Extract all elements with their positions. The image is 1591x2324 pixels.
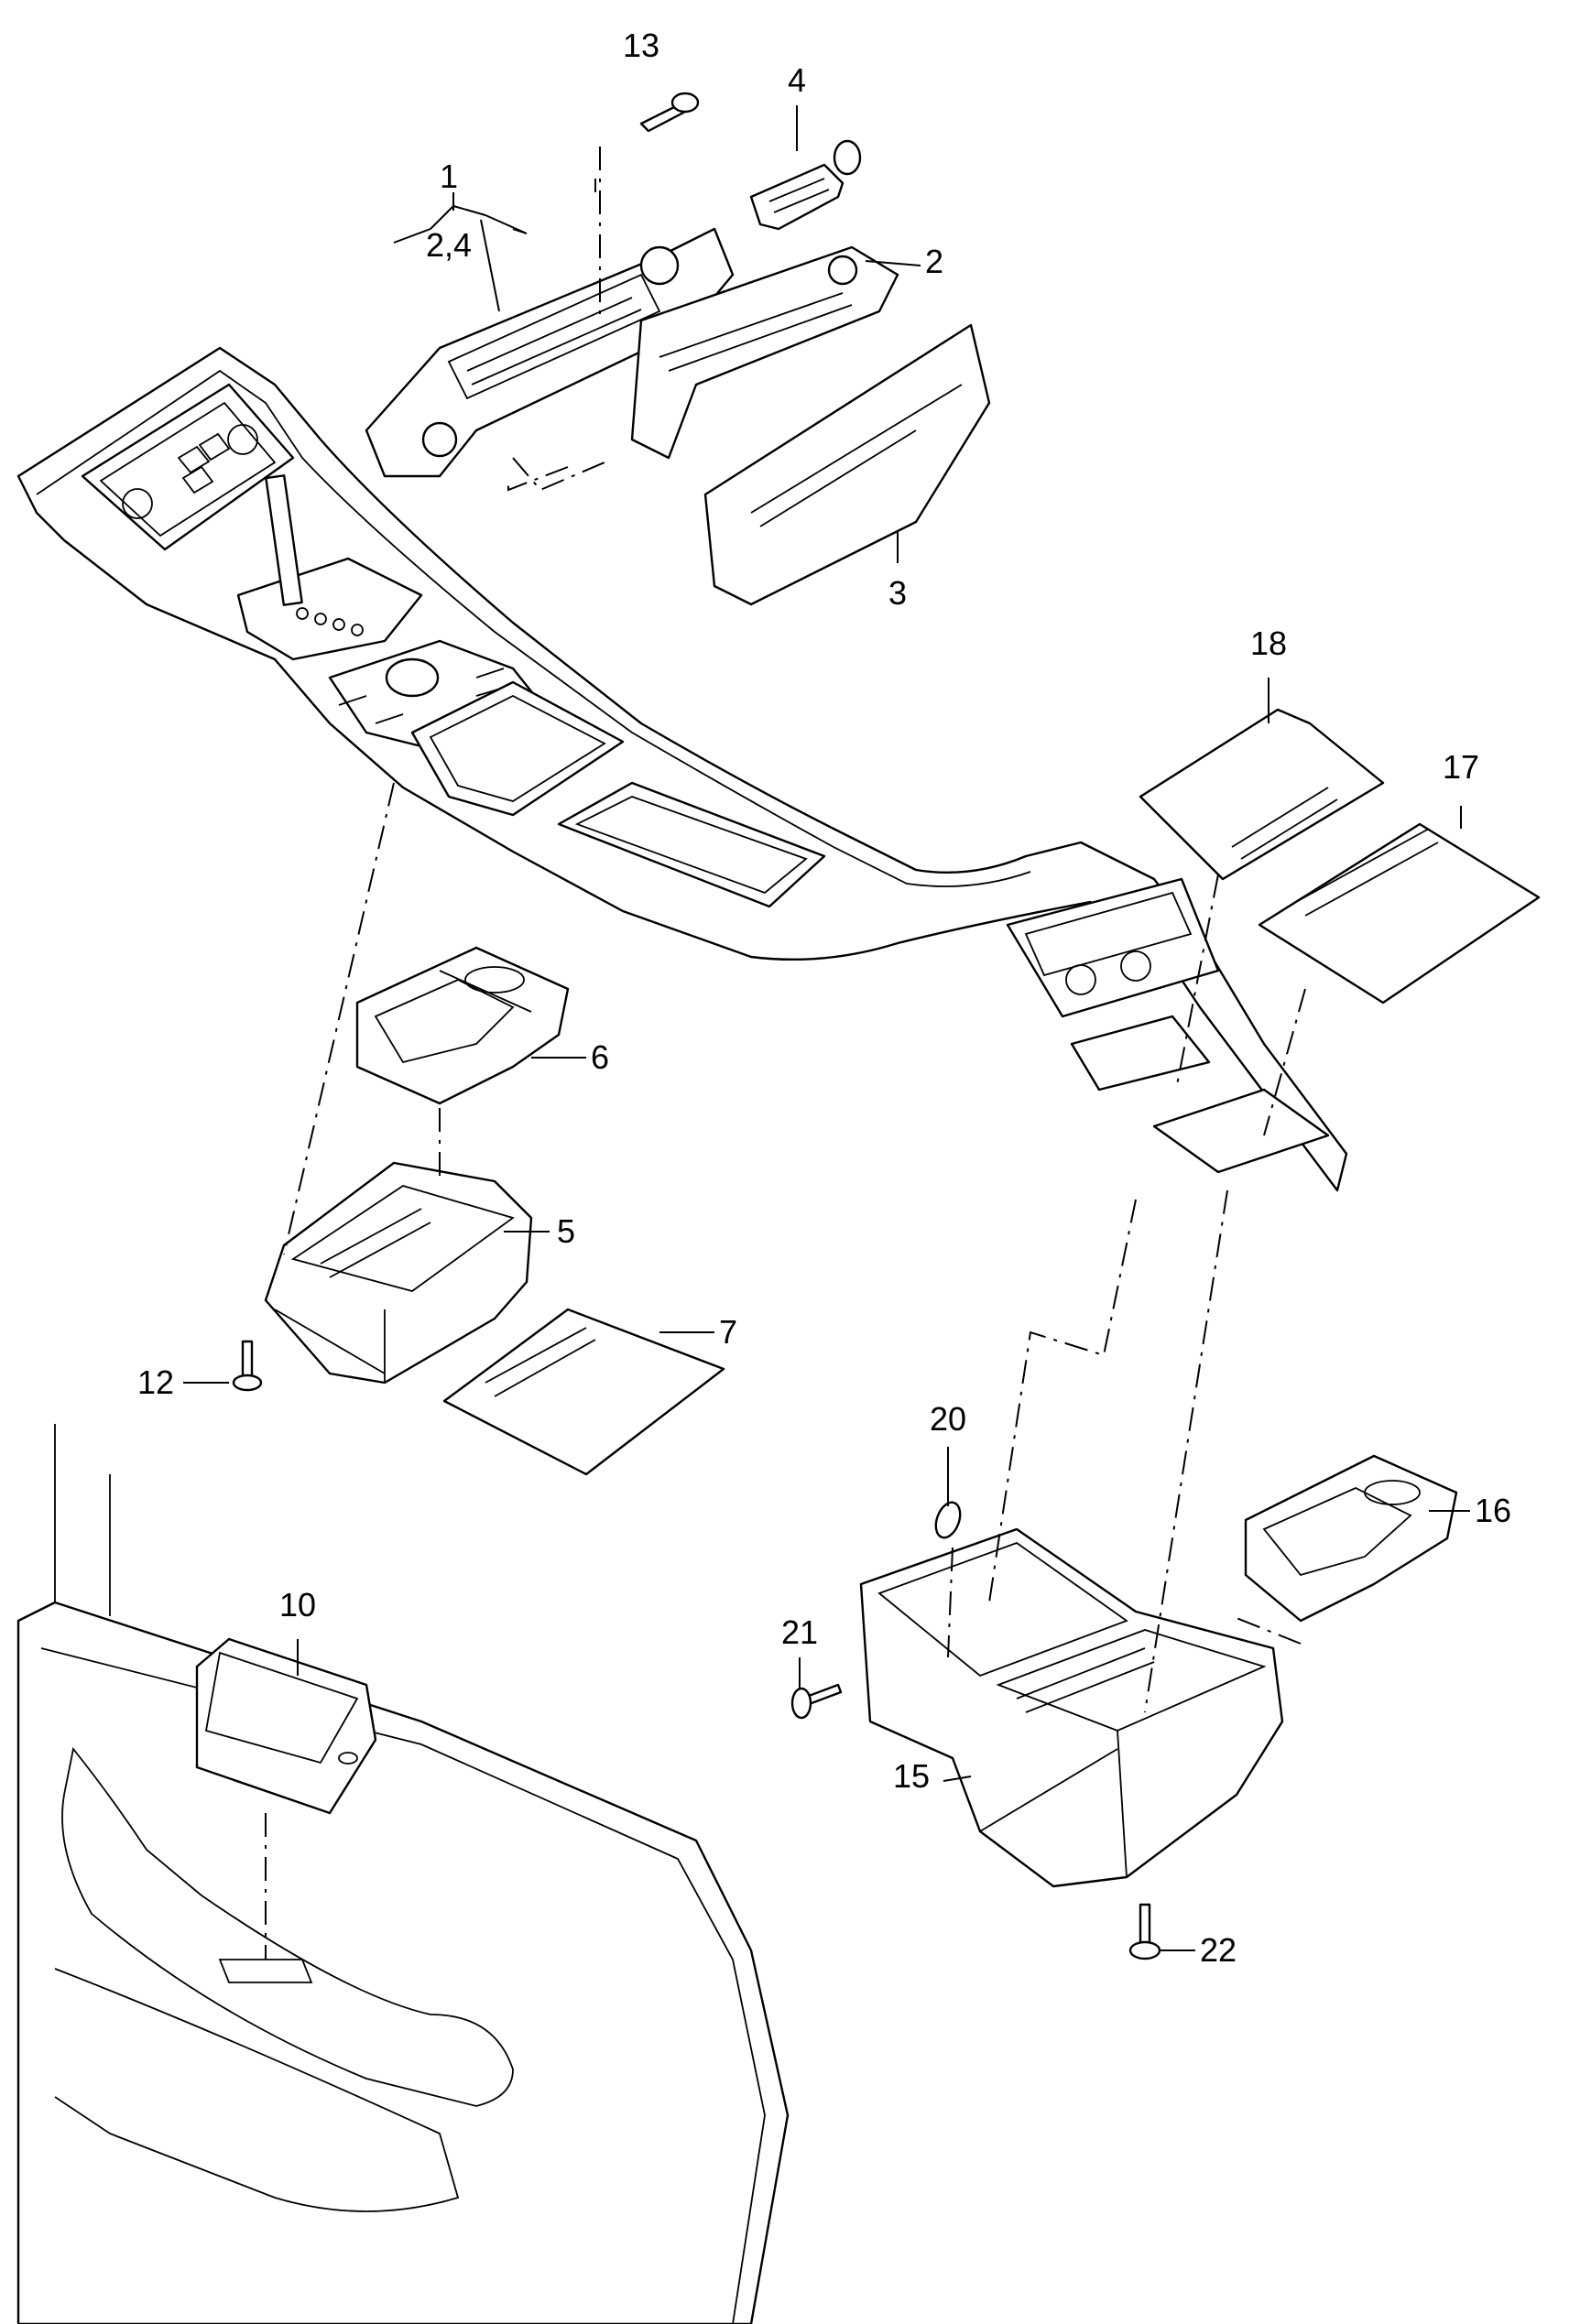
- center-console: [16, 346, 1348, 1192]
- callout-18: 18: [1250, 624, 1287, 662]
- callout-1: 1: [440, 157, 458, 195]
- callout-21: 21: [781, 1613, 818, 1651]
- screw-12: [232, 1340, 263, 1392]
- leader-lines: [183, 105, 1470, 1951]
- callout-3: 3: [888, 574, 907, 612]
- callout-13: 13: [623, 27, 659, 64]
- callout-2: 2: [925, 243, 943, 280]
- callout-15: 15: [893, 1757, 930, 1795]
- callout-2-4: 2,4: [426, 226, 472, 264]
- screw-21: [790, 1683, 843, 1720]
- front-trim-bezel: [365, 227, 899, 478]
- cover-7: [442, 1308, 725, 1476]
- callout-labels: 1 2,4 2 3 4 5 6 7 10 12 13 15 16 17 18 2…: [137, 27, 1511, 1969]
- callout-4: 4: [788, 61, 806, 99]
- callout-22: 22: [1200, 1931, 1237, 1969]
- clip-20: [934, 1501, 962, 1539]
- screw-13: [639, 92, 700, 133]
- cover-17: [1258, 822, 1541, 1005]
- cup-holder-insert-6: [355, 946, 570, 1105]
- cup-holder-housing-5: [264, 1161, 533, 1385]
- callout-6: 6: [591, 1038, 609, 1076]
- door-panel: [16, 1424, 790, 2324]
- cover-18: [1139, 708, 1385, 881]
- callout-10: 10: [279, 1586, 316, 1624]
- socket-4: [749, 139, 862, 231]
- callout-17: 17: [1443, 748, 1479, 786]
- cover-panel-3: [703, 323, 991, 606]
- callout-12: 12: [137, 1363, 174, 1401]
- callout-5: 5: [557, 1212, 575, 1250]
- callout-16: 16: [1475, 1492, 1511, 1529]
- door-storage-box-10: [195, 1637, 377, 1815]
- cup-holder-housing-15: [859, 1527, 1284, 1888]
- callout-20: 20: [930, 1400, 966, 1438]
- screw-22: [1128, 1903, 1161, 1960]
- assembly-lines: [265, 147, 1306, 1960]
- callout-7: 7: [719, 1313, 737, 1351]
- cup-holder-insert-16: [1244, 1454, 1458, 1623]
